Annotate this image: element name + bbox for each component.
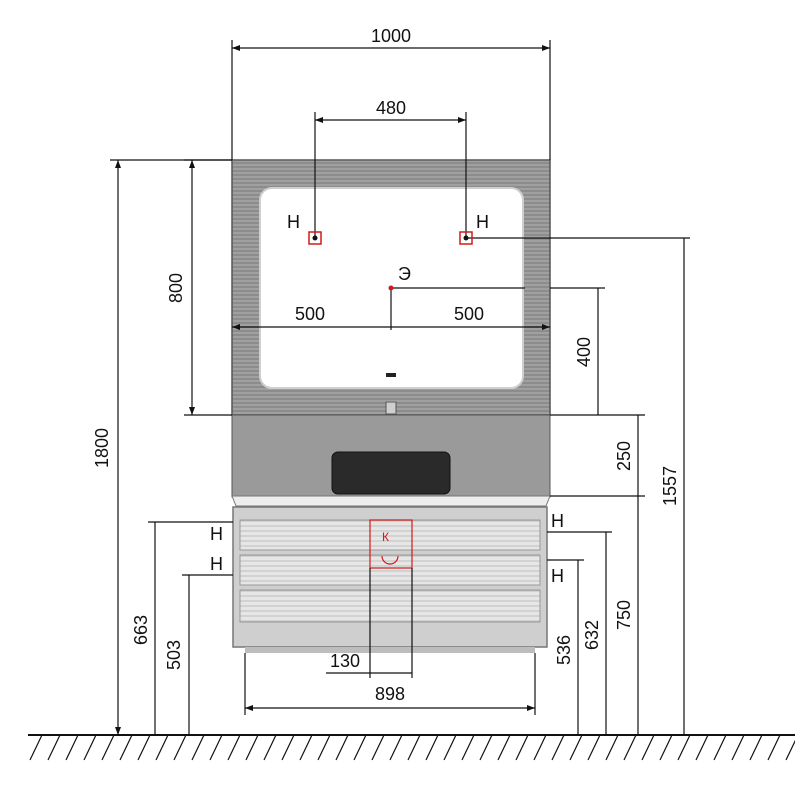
- hatch-line: [65, 734, 79, 761]
- hatch-line: [119, 734, 133, 761]
- outlet-right: [459, 231, 473, 245]
- hatch-line: [371, 734, 385, 761]
- hatch-line: [785, 739, 795, 761]
- dimension-lines: [110, 40, 690, 735]
- hatch-line: [695, 734, 709, 761]
- dim-mirror-width: 1000: [371, 26, 411, 46]
- outlet-left: [308, 231, 322, 245]
- dim-cabinet-mid-left: 503: [164, 640, 184, 670]
- light-point: [388, 285, 394, 291]
- hatch-line: [209, 734, 223, 761]
- hatch-line: [461, 734, 475, 761]
- dim-cabinet-top-left: 663: [131, 615, 151, 645]
- hatch-line: [101, 734, 115, 761]
- hatch-line: [299, 734, 313, 761]
- floor-hatching: [29, 734, 795, 761]
- hatch-line: [713, 734, 727, 761]
- dim-outlet-spacing: 480: [376, 98, 406, 118]
- hatch-line: [623, 734, 637, 761]
- hatch-line: [227, 734, 241, 761]
- hatch-line: [515, 734, 529, 761]
- hatch-line: [335, 734, 349, 761]
- dim-gap-above-basin: 250: [614, 441, 634, 471]
- dim-cabinet-mid-right: 632: [582, 620, 602, 650]
- basin: [231, 414, 551, 507]
- outlet-label-cab-left-mid: Н: [210, 554, 223, 574]
- hatch-line: [677, 734, 691, 761]
- hatch-line: [659, 734, 673, 761]
- hatch-line: [749, 734, 763, 761]
- dimension-arrows: [115, 45, 550, 735]
- dim-cabinet-width: 898: [375, 684, 405, 704]
- hatch-line: [587, 734, 601, 761]
- hatch-line: [497, 734, 511, 761]
- hatch-line: [245, 734, 259, 761]
- hatch-line: [767, 734, 781, 761]
- vanity-cabinet: [232, 506, 548, 653]
- dim-cabinet-top-right: 750: [614, 600, 634, 630]
- hatch-line: [443, 734, 457, 761]
- outlet-label-cab-left-top: Н: [210, 524, 223, 544]
- hatch-line: [533, 734, 547, 761]
- hatch-line: [389, 734, 403, 761]
- outlet-label-left: Н: [287, 212, 300, 232]
- hatch-line: [407, 734, 421, 761]
- floor: [28, 734, 795, 761]
- hatch-line: [353, 734, 367, 761]
- hatch-line: [569, 734, 583, 761]
- dim-right-half: 500: [454, 304, 484, 324]
- hatch-line: [191, 734, 205, 761]
- dim-total-height: 1800: [92, 428, 112, 468]
- hatch-line: [605, 734, 619, 761]
- hatch-line: [83, 734, 97, 761]
- hatch-line: [317, 734, 331, 761]
- hatch-line: [281, 734, 295, 761]
- hatch-line: [155, 734, 169, 761]
- dim-light-height: 400: [574, 337, 594, 367]
- drain-label: К: [382, 530, 389, 544]
- hatch-line: [173, 734, 187, 761]
- hatch-line: [263, 734, 277, 761]
- light-label: Э: [398, 264, 411, 284]
- hatch-line: [425, 734, 439, 761]
- dim-drain-width: 130: [330, 651, 360, 671]
- outlet-label-cab-right-mid: Н: [551, 566, 564, 586]
- dim-left-half: 500: [295, 304, 325, 324]
- hatch-line: [641, 734, 655, 761]
- hatch-line: [479, 734, 493, 761]
- hatch-line: [47, 734, 61, 761]
- hatch-line: [29, 734, 43, 761]
- hatch-line: [551, 734, 565, 761]
- dim-mirror-height: 800: [166, 273, 186, 303]
- dim-outlet-height-top: 1557: [660, 466, 680, 506]
- outlet-label-cab-right-top: Н: [551, 511, 564, 531]
- dim-cabinet-low-right: 536: [554, 635, 574, 665]
- hatch-line: [137, 734, 151, 761]
- outlet-label-right: Н: [476, 212, 489, 232]
- hatch-line: [731, 734, 745, 761]
